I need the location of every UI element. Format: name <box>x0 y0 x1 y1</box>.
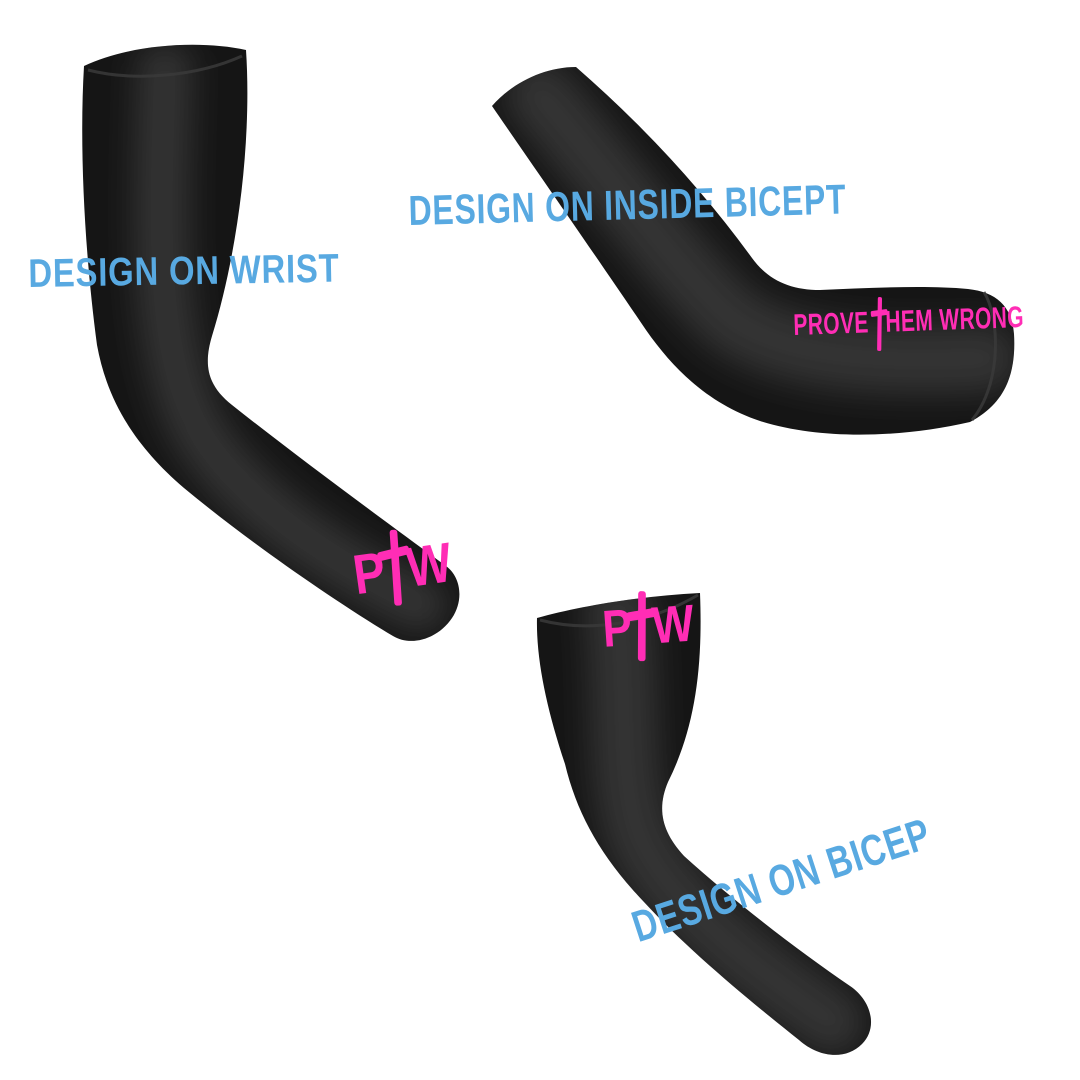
fabric-sheen <box>584 593 866 1055</box>
cuff-opening-rim <box>539 593 699 628</box>
ptw-letter-p: P <box>600 598 634 659</box>
fabric-sheen <box>133 44 448 633</box>
arm-sleeve-inside-bicep-view <box>492 67 1015 435</box>
cross-icon <box>870 296 888 352</box>
cross-vertical-bar <box>876 296 882 352</box>
fabric-sheen <box>505 67 1015 395</box>
arm-sleeve-wrist-view <box>82 44 460 641</box>
cuff-opening-rim <box>87 54 243 78</box>
cross-vertical-bar <box>638 591 647 662</box>
annotation-design-on-wrist: DESIGN ON WRIST <box>28 246 340 296</box>
ptw-letter-w: W <box>650 594 696 656</box>
cuff-opening-rim <box>970 291 997 421</box>
ptw-letter-w: W <box>402 530 456 599</box>
ptw-logo-wrist: P W <box>348 522 456 606</box>
cross-vertical-bar <box>389 529 402 606</box>
arm-sleeve-bicep-view <box>536 593 872 1055</box>
phrase-prefix: PROVE <box>792 306 870 342</box>
prove-them-wrong-text: PROVE HEM WRONG <box>792 292 1024 352</box>
ptw-logo-bicep: P W <box>600 588 696 662</box>
